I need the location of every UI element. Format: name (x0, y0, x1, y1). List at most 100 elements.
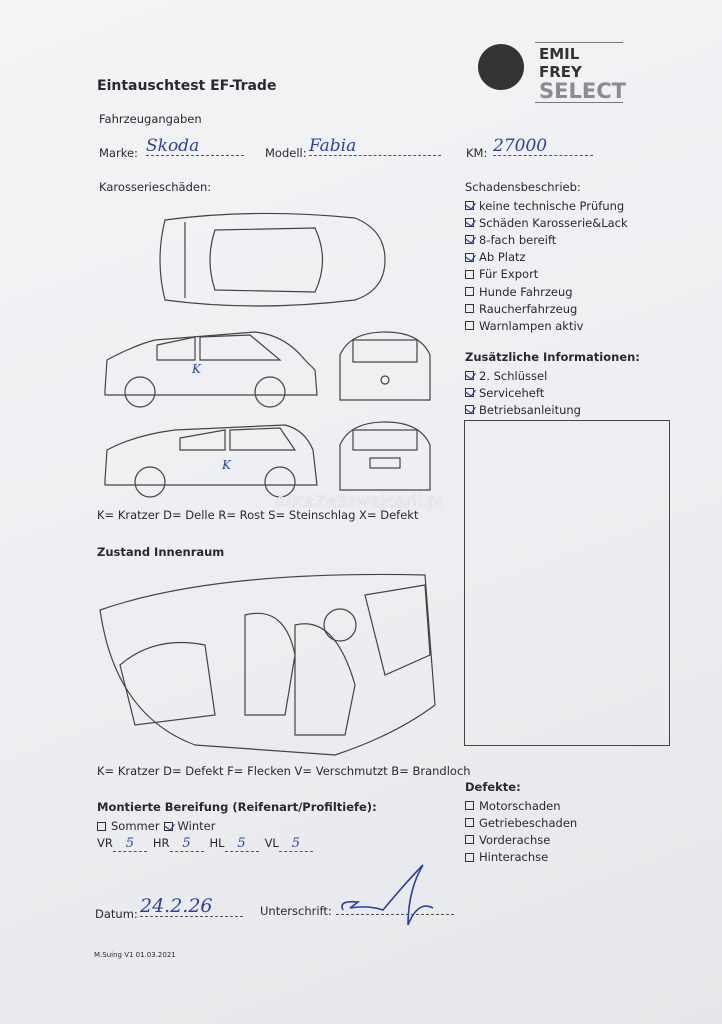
checkbox-zweiter-schluessel[interactable]: 2. Schlüssel (465, 367, 640, 384)
checkbox-icon[interactable] (465, 835, 474, 845)
additional-info-section: Zusätzliche Informationen: 2. Schlüssel … (465, 350, 640, 419)
damage-description-heading: Schadensbeschrieb: (465, 180, 581, 194)
interior-diagram[interactable] (95, 565, 440, 760)
tread-label: VR (97, 836, 113, 850)
modell-label: Modell: (265, 146, 307, 160)
checkbox-label: Winter (177, 819, 216, 833)
checkbox-warnlampen-aktiv[interactable]: Warnlampen aktiv (465, 317, 628, 334)
brand-logo: EMIL FREY SELECT (535, 42, 626, 103)
marke-value: Skoda (146, 136, 200, 156)
car-front-view (339, 331, 431, 401)
checkbox-icon[interactable] (465, 218, 474, 228)
signature-label: Unterschrift: (260, 904, 332, 918)
checkbox-betriebsanleitung[interactable]: Betriebsanleitung (465, 401, 640, 418)
checkbox-label: Warnlampen aktiv (479, 318, 584, 333)
km-label: KM: (466, 146, 488, 160)
car-top-view (159, 212, 386, 307)
checkbox-icon[interactable] (465, 235, 474, 245)
car-body-diagram[interactable] (95, 200, 445, 510)
tread-label: HL (209, 836, 225, 850)
checkbox-icon[interactable] (465, 405, 474, 415)
damage-description-section: Schadensbeschrieb: keine technische Prüf… (465, 180, 628, 335)
checkbox-keine-technische-pruefung[interactable]: keine technische Prüfung (465, 197, 628, 214)
checkbox-icon[interactable] (465, 371, 474, 381)
checkbox-icon[interactable] (465, 304, 474, 314)
additional-info-heading: Zusätzliche Informationen: (465, 350, 640, 364)
car-rear-view (339, 421, 431, 491)
car-side-view-right (104, 331, 318, 408)
watermark: AutaZeSzwajcarii.pl (275, 492, 443, 512)
tread-value-field[interactable]: 5 (224, 836, 259, 852)
checkbox-hunde-fahrzeug[interactable]: Hunde Fahrzeug (465, 283, 628, 300)
checkbox-serviceheft[interactable]: Serviceheft (465, 384, 640, 401)
signature-field[interactable] (336, 898, 454, 915)
checkbox-label: Motorschaden (479, 798, 561, 813)
checkbox-hinterachse[interactable]: Hinterachse (465, 849, 577, 866)
checkbox-label: Vorderachse (479, 832, 551, 847)
checkbox-icon[interactable] (465, 818, 474, 828)
tread-value-field[interactable]: 5 (112, 836, 147, 852)
checkbox-icon[interactable] (465, 287, 474, 297)
tread-value-field[interactable]: 5 (278, 836, 313, 852)
checkbox-icon[interactable] (97, 822, 106, 831)
checkbox-label: 8-fach bereift (479, 232, 557, 247)
checkbox-label: keine technische Prüfung (479, 198, 625, 213)
tire-type-row: Sommer Winter (97, 819, 215, 833)
form-version: M.Suing V1 01.03.2021 (94, 951, 176, 959)
checkbox-label: Getriebeschaden (479, 815, 578, 830)
checkbox-motorschaden[interactable]: Motorschaden (465, 797, 577, 814)
km-field[interactable]: 27000 (493, 136, 593, 156)
damage-mark-scratch: K (192, 362, 201, 376)
form-title: Eintauschtest EF-Trade (97, 78, 277, 94)
handwritten-signature (341, 864, 434, 926)
checkbox-icon[interactable] (465, 388, 474, 398)
marke-field[interactable]: Skoda (146, 136, 244, 156)
km-value: 27000 (493, 136, 548, 156)
checkbox-icon[interactable] (465, 252, 474, 262)
checkbox-vorderachse[interactable]: Vorderachse (465, 831, 577, 848)
checkbox-icon[interactable] (465, 852, 474, 862)
checkbox-8-fach-bereift[interactable]: 8-fach bereift (465, 231, 628, 248)
body-damage-heading: Karosserieschäden: (99, 180, 212, 194)
checkbox-sommer[interactable]: Sommer (97, 819, 160, 833)
checkbox-label: Schäden Karosserie&Lack (479, 215, 628, 230)
checkbox-fuer-export[interactable]: Für Export (465, 266, 628, 283)
brand-line1: EMIL FREY (539, 45, 582, 81)
checkbox-icon[interactable] (465, 801, 474, 811)
checkbox-getriebeschaden[interactable]: Getriebeschaden (465, 814, 577, 831)
checkbox-schaeden-karosserie-lack[interactable]: Schäden Karosserie&Lack (465, 214, 628, 231)
datum-value: 24.2.26 (140, 895, 213, 917)
checkbox-icon[interactable] (465, 321, 474, 331)
checkbox-icon[interactable] (465, 269, 474, 279)
tread-label: VL (264, 836, 279, 850)
checkbox-label: Ab Platz (479, 250, 526, 265)
tires-heading: Montierte Bereifung (Reifenart/Profiltie… (97, 800, 377, 814)
defects-section: Defekte: Motorschaden Getriebeschaden Vo… (465, 780, 577, 866)
datum-label: Datum: (95, 907, 138, 921)
checkbox-icon[interactable] (465, 201, 474, 211)
checkbox-label: Raucherfahrzeug (479, 301, 578, 316)
checkbox-raucherfahrzeug[interactable]: Raucherfahrzeug (465, 300, 628, 317)
checkbox-ab-platz[interactable]: Ab Platz (465, 249, 628, 266)
notes-box[interactable] (464, 420, 670, 746)
interior-heading: Zustand Innenraum (97, 545, 225, 559)
tread-label: HR (152, 836, 170, 850)
checkbox-winter[interactable]: Winter (163, 819, 216, 833)
brand-line2: SELECT (539, 79, 626, 103)
checkbox-label: Serviceheft (479, 385, 545, 400)
car-side-view-left (104, 424, 318, 498)
modell-field[interactable]: Fabia (309, 136, 441, 156)
vehicle-heading: Fahrzeugangaben (99, 112, 202, 126)
interior-legend: K= Kratzer D= Defekt F= Flecken V= Versc… (97, 764, 471, 778)
modell-value: Fabia (309, 136, 357, 156)
damage-mark-scratch: K (222, 458, 231, 472)
checkbox-icon[interactable] (163, 822, 173, 831)
emil-frey-emblem-logo (478, 44, 524, 90)
datum-field[interactable]: 24.2.26 (140, 895, 243, 917)
tread-value-field[interactable]: 5 (169, 836, 204, 852)
